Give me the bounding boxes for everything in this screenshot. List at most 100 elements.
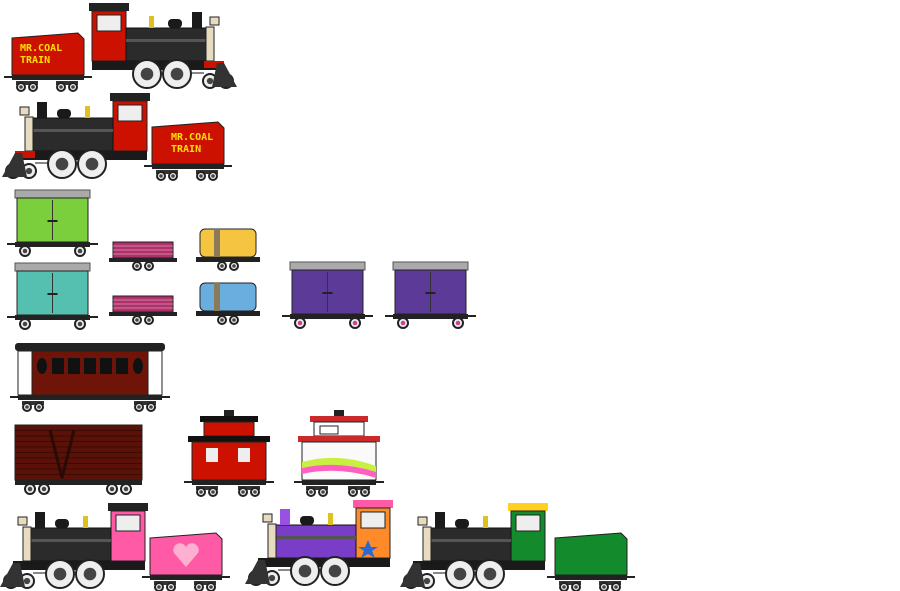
wheel-hub	[211, 174, 215, 178]
star-icon	[358, 540, 378, 558]
underframe	[150, 575, 222, 580]
cab-roof	[108, 503, 148, 511]
wheel-hub	[455, 320, 461, 326]
coupler	[222, 576, 230, 578]
coach-window	[84, 358, 96, 374]
window	[319, 425, 339, 435]
wheel-hub	[483, 567, 497, 581]
headlamp	[417, 516, 428, 526]
cab-roof	[353, 500, 393, 508]
wheel-hub	[23, 577, 31, 585]
underframe	[109, 258, 177, 262]
tender-body	[554, 532, 628, 576]
boiler	[32, 117, 114, 152]
wheel-hub	[22, 321, 28, 327]
wheel-hub	[574, 585, 578, 589]
door-handle	[425, 292, 436, 294]
boiler	[430, 527, 512, 562]
wheel-hub	[562, 585, 566, 589]
tender-body	[151, 121, 225, 165]
boiler	[275, 524, 357, 559]
wheel-hub	[71, 85, 75, 89]
boiler	[125, 27, 207, 62]
boiler-band	[276, 536, 356, 539]
steam-dome	[55, 519, 69, 528]
caboose-roof	[188, 436, 270, 442]
wheel-hub	[157, 585, 161, 589]
gondola-magenta	[109, 241, 177, 271]
buffer-beam	[258, 558, 278, 565]
wheel-hub	[614, 585, 618, 589]
wheel-hub	[19, 85, 23, 89]
boiler-band	[126, 39, 206, 42]
coupler	[90, 243, 98, 245]
smokestack	[37, 102, 47, 118]
wheel-hub	[423, 577, 431, 585]
wheel-hub	[55, 157, 69, 171]
smokestack	[435, 512, 445, 528]
wheel-hub	[135, 264, 139, 268]
coal-tender-red-flipped	[144, 121, 232, 181]
wheel-hub	[199, 490, 203, 494]
cab-window	[96, 14, 122, 32]
smokebox-front	[22, 526, 32, 562]
smokebox-front	[422, 526, 432, 562]
locomotive-black-red-cab-flipped	[2, 93, 150, 179]
underframe	[152, 164, 224, 169]
boiler-band	[31, 539, 111, 542]
headlamp	[262, 513, 273, 523]
wheel-hub	[169, 585, 173, 589]
coupler	[282, 315, 290, 317]
headlamp	[17, 516, 28, 526]
boxcar-brown	[14, 424, 143, 495]
wheel-hub	[298, 564, 312, 578]
roof	[14, 262, 91, 272]
wheel-hub	[135, 318, 139, 322]
coupler	[365, 315, 373, 317]
tender-text-line1: MR.COAL	[20, 43, 62, 54]
underframe	[12, 75, 84, 80]
caboose-white-rainbow	[294, 410, 384, 497]
smokebox-front	[267, 523, 277, 559]
boxcar-purple-2	[385, 261, 476, 329]
wheel-hub	[209, 585, 213, 589]
wheel-hub	[147, 318, 151, 322]
cupola-vent	[224, 410, 234, 416]
underframe	[302, 480, 376, 485]
smokebox-front	[205, 26, 215, 62]
bogie-frame	[156, 170, 178, 174]
cupola-vent	[334, 410, 344, 416]
boxcar-teal	[7, 262, 98, 330]
wheel-hub	[232, 264, 236, 268]
bell	[149, 16, 154, 28]
wheel-hub	[321, 490, 325, 494]
bogie-frame	[154, 581, 176, 585]
coupler	[7, 316, 15, 318]
roof	[289, 261, 366, 271]
coupler	[627, 576, 635, 578]
wheel-hub	[27, 486, 33, 492]
heart-icon	[173, 543, 199, 567]
underframe	[290, 314, 365, 319]
coach-window	[116, 358, 128, 374]
door-handle	[47, 293, 58, 295]
wheel-hub	[137, 405, 141, 409]
wheel-hub	[147, 264, 151, 268]
wheel-hub	[25, 405, 29, 409]
wheel-hub	[37, 405, 41, 409]
coupler	[7, 243, 15, 245]
passenger-coach	[10, 343, 170, 412]
wheel-hub	[351, 490, 355, 494]
boiler	[30, 527, 112, 562]
wheel-hub	[220, 264, 224, 268]
wheel-hub	[83, 567, 97, 581]
tank-body	[199, 228, 257, 258]
coupler	[144, 165, 152, 167]
bogie-frame	[306, 486, 328, 490]
wheel-hub	[309, 490, 313, 494]
wheel-hub	[211, 490, 215, 494]
coupler	[385, 315, 393, 317]
wheel-hub	[53, 567, 67, 581]
bogie-frame	[238, 486, 260, 490]
